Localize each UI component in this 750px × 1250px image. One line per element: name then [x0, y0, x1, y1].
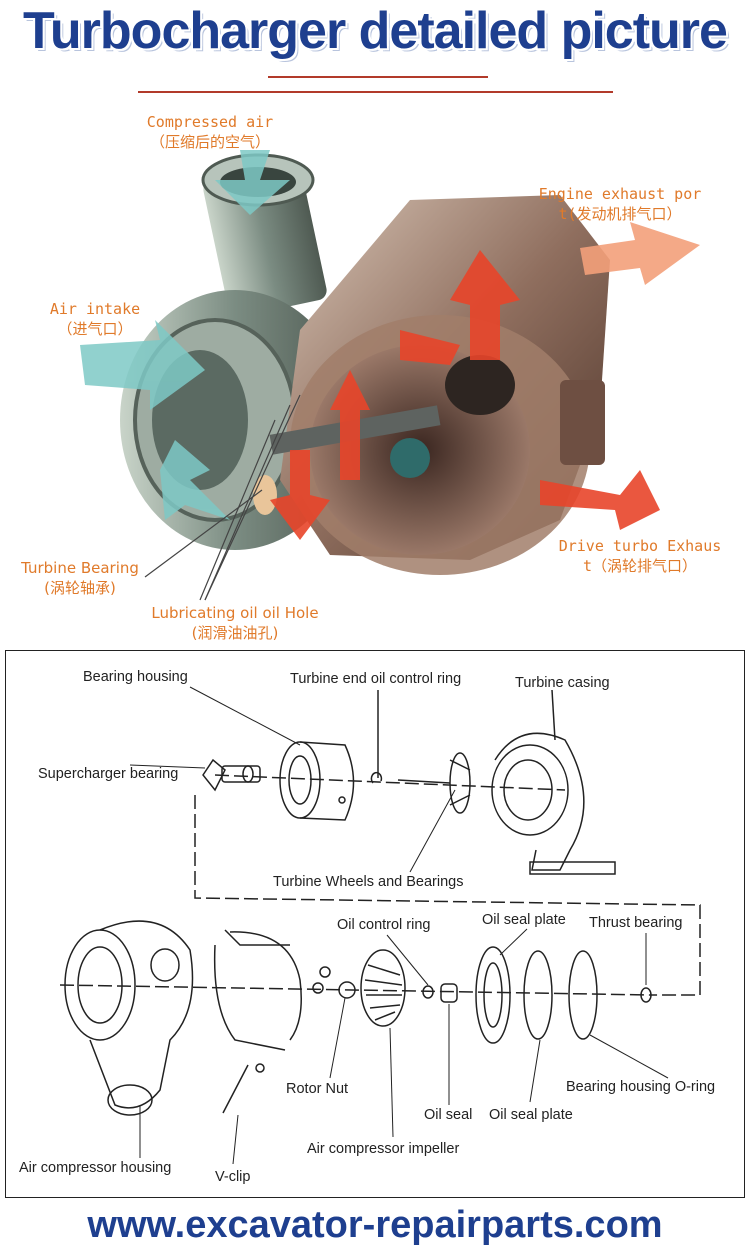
title-underline-long	[138, 91, 613, 93]
label-air-intake: Air intake （进气口）	[30, 299, 160, 339]
part-label-rotor-nut: Rotor Nut	[286, 1081, 349, 1097]
label-compressed-air-en: Compressed air	[146, 113, 274, 131]
label-turbine-bearing-en: Turbine Bearing	[21, 559, 139, 577]
label-turbine-bearing-cn: (涡轮轴承)	[44, 579, 116, 597]
part-label-v-clip: V-clip	[215, 1169, 251, 1185]
incoming-exhaust-arrow	[580, 222, 700, 285]
part-label-bearing-oring: Bearing housing O-ring	[566, 1079, 716, 1095]
part-label-supercharger-bearing: Supercharger bearing	[38, 766, 179, 782]
label-drive-turbo-exhaust: Drive turbo Exhaus t（涡轮排气口）	[535, 536, 745, 576]
part-label-air-impeller: Air compressor impeller	[307, 1141, 460, 1157]
turbine-housing	[280, 195, 610, 575]
part-label-oil-seal-plate-top: Oil seal plate	[482, 912, 566, 928]
label-lubricating-hole: Lubricating oil oil Hole (润滑油油孔)	[125, 603, 345, 643]
exploded-diagram-frame	[5, 650, 745, 1198]
label-engine-exhaust-en: Engine exhaust por	[538, 185, 702, 203]
label-turbine-bearing: Turbine Bearing (涡轮轴承)	[10, 558, 150, 598]
part-label-oil-seal-plate-bottom: Oil seal plate	[489, 1107, 573, 1123]
title-underline-short	[268, 76, 488, 78]
part-label-bearing-housing: Bearing housing	[83, 669, 188, 685]
turbocharger-cutaway-illustration	[80, 150, 700, 601]
label-lubricating-hole-en: Lubricating oil oil Hole	[151, 604, 319, 622]
part-label-thrust-bearing: Thrust bearing	[589, 915, 683, 931]
label-drive-turbo-exhaust-cn: t（涡轮排气口）	[582, 557, 698, 575]
label-drive-turbo-exhaust-en: Drive turbo Exhaus	[558, 537, 722, 555]
part-label-turbine-casing: Turbine casing	[515, 675, 610, 691]
label-lubricating-hole-cn: (润滑油油孔)	[191, 624, 279, 642]
label-engine-exhaust-cn: t(发动机排气口）	[558, 205, 682, 223]
footer-website-url: www.excavator-repairparts.com	[87, 1204, 663, 1246]
label-engine-exhaust: Engine exhaust por t(发动机排气口）	[510, 184, 730, 224]
part-label-oil-seal: Oil seal	[424, 1107, 473, 1123]
label-compressed-air-cn: （压缩后的空气）	[149, 133, 270, 151]
page-title: Turbocharger detailed picture	[23, 2, 728, 60]
label-air-intake-cn: （进气口）	[57, 320, 133, 338]
part-label-turbine-end-ring: Turbine end oil control ring	[290, 671, 462, 687]
photo-leader-lines	[144, 394, 301, 601]
air-flow-arrows	[80, 150, 290, 520]
label-compressed-air: Compressed air （压缩后的空气）	[120, 112, 300, 152]
part-label-oil-control-ring: Oil control ring	[337, 917, 431, 933]
label-air-intake-en: Air intake	[49, 300, 141, 318]
part-label-air-housing: Air compressor housing	[19, 1160, 172, 1176]
exhaust-flow-arrows	[270, 250, 660, 540]
part-label-turbine-wheels: Turbine Wheels and Bearings	[273, 874, 464, 890]
